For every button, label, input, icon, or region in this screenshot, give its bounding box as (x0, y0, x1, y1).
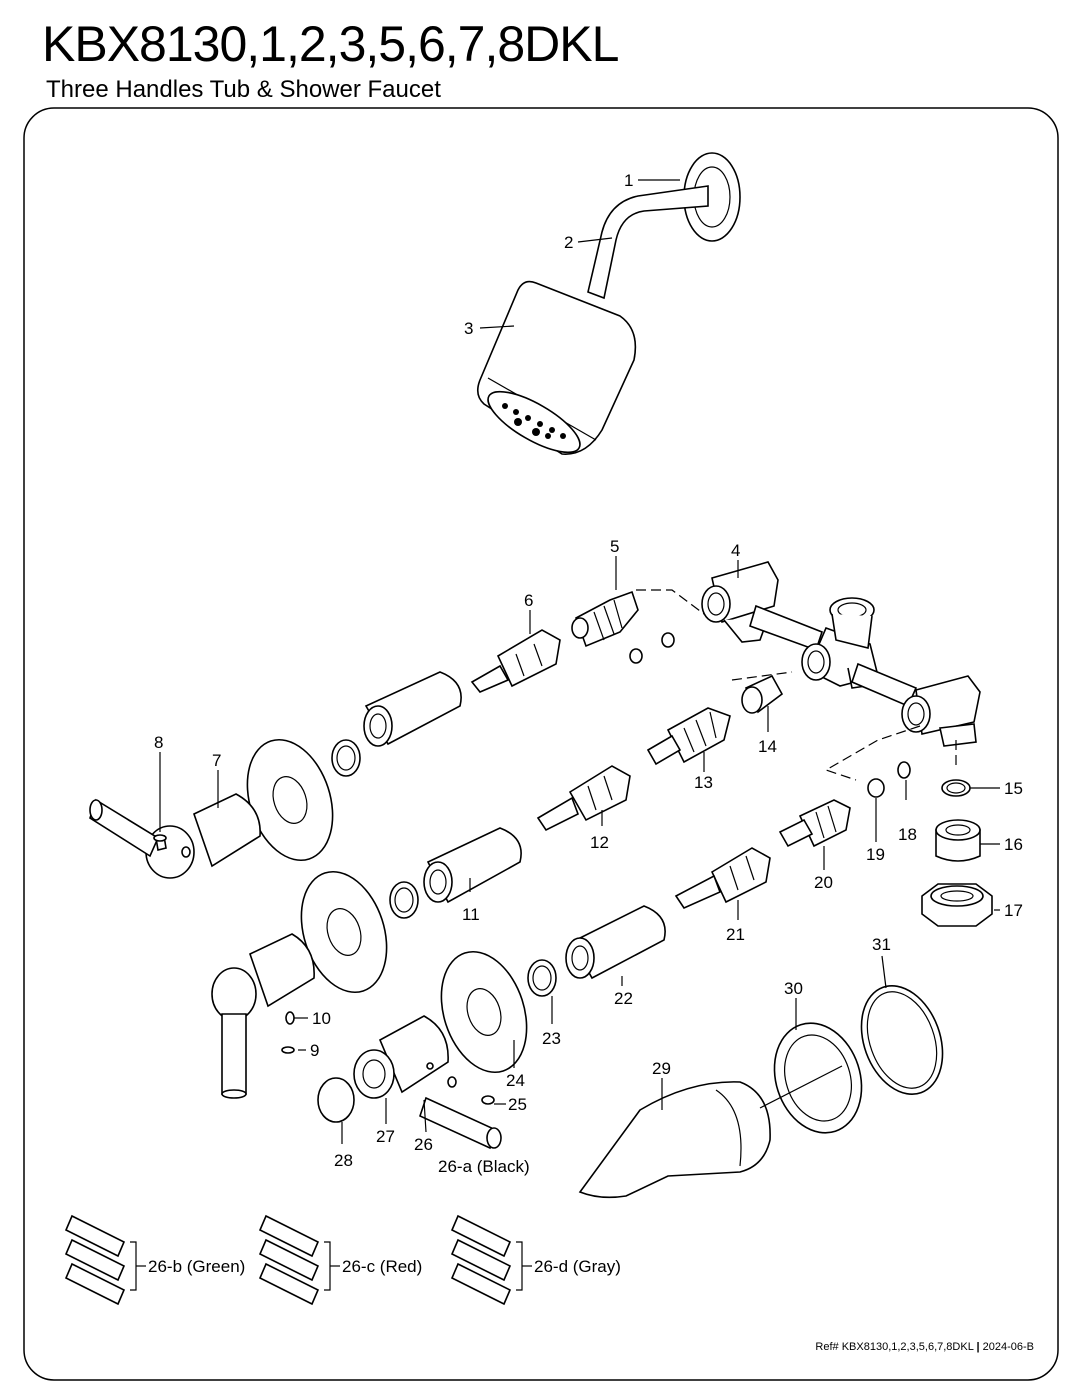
callout-28: 28 (334, 1151, 353, 1170)
callout-26d: 26-d (Gray) (534, 1257, 621, 1276)
bottom-valve-parts (317, 799, 851, 1150)
callout-23: 23 (542, 1029, 561, 1048)
callout-31: 31 (872, 935, 891, 954)
ref-prefix: Ref# (815, 1341, 839, 1353)
callout-26a: 26-a (Black) (438, 1157, 530, 1176)
callout-26b: 26-b (Green) (148, 1257, 245, 1276)
callout-18: 18 (898, 825, 917, 844)
shower-arm-assembly (476, 152, 741, 455)
callout-16: 16 (1004, 835, 1023, 854)
callout-20: 20 (814, 873, 833, 892)
page-subtitle: Three Handles Tub & Shower Faucet (46, 76, 441, 103)
callout-21: 21 (726, 925, 745, 944)
callout-7: 7 (212, 751, 221, 770)
callout-4: 4 (731, 541, 740, 560)
ref-date: 2024-06-B (982, 1341, 1034, 1353)
callout-30: 30 (784, 979, 803, 998)
top-valve-parts (89, 590, 675, 879)
callout-14: 14 (758, 737, 777, 756)
callout-3: 3 (464, 319, 473, 338)
callout-27: 27 (376, 1127, 395, 1146)
valve-body (701, 561, 981, 747)
callout-17: 17 (1004, 901, 1023, 920)
callout-13: 13 (694, 773, 713, 792)
diagram-frame (23, 107, 1059, 1381)
callout-25: 25 (508, 1095, 527, 1114)
callout-1: 1 (624, 171, 633, 190)
lever-pack-red (258, 1214, 331, 1306)
callout-29: 29 (652, 1059, 671, 1078)
lever-pack-gray (450, 1214, 523, 1306)
ref-model: KBX8130,1,2,3,5,6,7,8DKL (841, 1341, 974, 1353)
callout-11: 11 (462, 905, 480, 924)
connection-parts (921, 779, 993, 927)
callout-24: 24 (506, 1071, 525, 1090)
callout-5: 5 (610, 537, 619, 556)
callout-26c: 26-c (Red) (342, 1257, 422, 1276)
tub-spout-assembly (578, 984, 944, 1199)
callout-26: 26 (414, 1135, 433, 1154)
callout-9: 9 (310, 1041, 319, 1060)
assembly-guide-lines (636, 589, 957, 781)
callout-2: 2 (564, 233, 573, 252)
callout-15: 15 (1004, 779, 1023, 798)
page-title: KBX8130,1,2,3,5,6,7,8DKL (42, 16, 619, 72)
callout-6: 6 (524, 591, 533, 610)
callout-19: 19 (866, 845, 885, 864)
callout-8: 8 (154, 733, 163, 752)
callout-leaders (136, 179, 1000, 1267)
callout-labels: 1 2 3 4 5 6 7 8 9 10 11 12 13 14 15 16 1… (148, 171, 1023, 1276)
callout-12: 12 (590, 833, 609, 852)
callout-10: 10 (312, 1009, 331, 1028)
middle-valve-parts (211, 674, 911, 1099)
callout-22: 22 (614, 989, 633, 1008)
footer-reference: Ref# KBX8130,1,2,3,5,6,7,8DKL | 2024-06-… (815, 1341, 1034, 1353)
lever-pack-green (64, 1214, 137, 1306)
